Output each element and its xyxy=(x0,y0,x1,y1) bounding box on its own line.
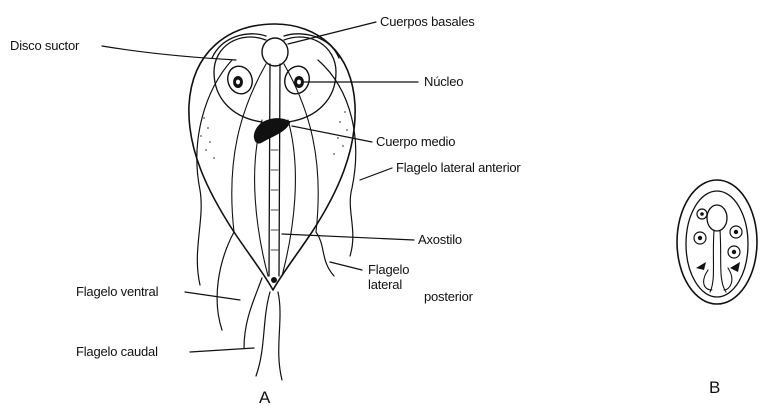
flagellum-anterior-right xyxy=(318,60,356,256)
caudal-basal-dot xyxy=(271,277,277,283)
label-flagelo-caudal: Flagelo caudal xyxy=(76,344,158,359)
flagellum-posterior-right xyxy=(316,232,334,276)
basal-bodies-bulb xyxy=(262,38,288,66)
leader-flagelo-lateral-posterior xyxy=(330,262,362,270)
cyst-inner-wall xyxy=(686,191,748,297)
flagellum-posterior-left xyxy=(217,232,234,330)
label-flagelo-lateral-posterior-2: lateral xyxy=(368,277,402,292)
label-cuerpo-medio: Cuerpo medio xyxy=(376,134,455,149)
flagellum-ventral xyxy=(244,278,262,348)
cyst-nuclei xyxy=(694,209,742,258)
flagellum-caudal xyxy=(256,292,282,380)
panel-label-b: B xyxy=(709,378,720,398)
cyst-basal-bulb xyxy=(707,205,727,231)
cyst-figure xyxy=(677,180,757,304)
cyst-axonemes xyxy=(704,230,732,292)
panel-label-a: A xyxy=(259,388,270,408)
label-flagelo-ventral: Flagelo ventral xyxy=(76,284,158,299)
label-flagelo-lateral-posterior-3: posterior xyxy=(424,289,473,304)
label-axostilo: Axostilo xyxy=(418,232,462,247)
leader-axostilo xyxy=(282,234,414,240)
label-flagelo-lateral-anterior: Flagelo lateral anterior xyxy=(396,160,521,175)
trophozoite-figure xyxy=(189,24,356,380)
leader-flagelo-caudal xyxy=(190,348,254,352)
label-cuerpos-basales: Cuerpos basales xyxy=(380,14,475,29)
leader-cuerpo-medio xyxy=(292,126,372,142)
leader-lines xyxy=(102,22,418,352)
leader-flagelo-ventral xyxy=(185,292,240,300)
leader-cuerpos-basales xyxy=(288,22,376,44)
cyst-outer-wall xyxy=(677,180,757,304)
leader-flagelo-lateral-anterior xyxy=(360,168,392,180)
label-flagelo-lateral-posterior-1: Flagelo xyxy=(368,262,409,277)
label-disco-suctor: Disco suctor xyxy=(10,38,79,53)
left-nucleus xyxy=(224,63,256,98)
axostyle-hatching xyxy=(271,150,278,250)
cyst-median-bodies xyxy=(696,262,740,272)
label-nucleo: Núcleo xyxy=(424,74,463,89)
